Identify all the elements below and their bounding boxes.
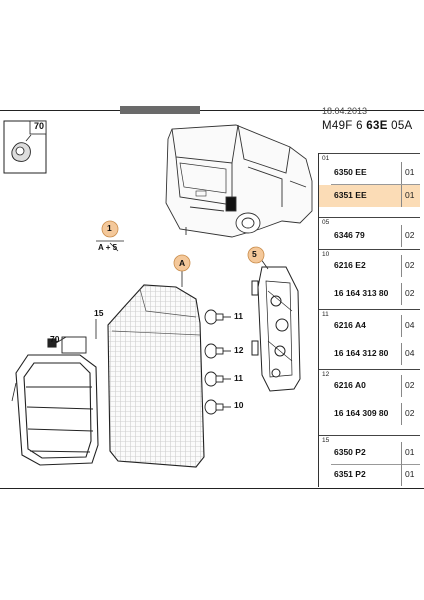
group-01: 01 6350 EE 01 6351 EE 01 <box>319 153 420 208</box>
gasket-frame <box>11 336 99 466</box>
header-date: 18.04.2013 <box>322 106 368 116</box>
callout-box-70: 70 <box>34 121 45 131</box>
group-15: 15 6350 P2 01 6351 P2 01 <box>319 435 420 488</box>
group-11: 11 6216 A4 04 16 164 312 80 04 <box>319 309 420 370</box>
part-ref: 16 164 312 80 <box>334 348 389 358</box>
part-row: 16 164 313 80 02 <box>319 283 420 305</box>
part-ref: 6351 P2 <box>334 469 366 479</box>
part-row: 6350 P2 01 <box>319 442 420 464</box>
part-qty: 02 <box>405 408 415 418</box>
bulb-11-upper <box>204 309 231 325</box>
bulb-10 <box>204 399 231 415</box>
part-row-highlighted: 6351 EE 01 <box>319 185 420 207</box>
header-strip <box>120 106 200 114</box>
part-ref: 6351 EE <box>334 190 367 200</box>
part-row: 6216 A4 04 <box>319 315 420 337</box>
part-ref: 6346 79 <box>334 230 365 240</box>
group-05: 05 6346 79 02 <box>319 217 420 250</box>
bulb-holder <box>251 266 301 392</box>
part-qty: 01 <box>405 190 415 200</box>
callout-5: 5 <box>252 249 257 259</box>
part-row: 16 164 309 80 02 <box>319 403 420 425</box>
part-ref: 6350 EE <box>334 167 367 177</box>
part-qty: 04 <box>405 320 415 330</box>
group-number: 11 <box>322 311 329 318</box>
bulb-set <box>204 309 231 415</box>
part-row: 6216 E2 02 <box>319 255 420 277</box>
part-ref: 16 164 309 80 <box>334 408 389 418</box>
clip-box <box>3 120 47 174</box>
part-row: 6350 EE 01 <box>319 162 420 184</box>
group-number: 12 <box>322 371 330 378</box>
callout-1-sub: A + 5 <box>98 243 118 252</box>
part-ref: 6216 A0 <box>334 380 366 390</box>
group-number: 01 <box>322 155 330 162</box>
callout-12: 12 <box>234 345 244 355</box>
callout-70: 70 <box>50 334 60 344</box>
part-qty: 01 <box>405 167 415 177</box>
header-code-prefix: M49F 6 <box>322 120 367 132</box>
callout-10: 10 <box>234 400 244 410</box>
group-10: 10 6216 E2 02 16 164 313 80 02 <box>319 249 420 310</box>
callout-15: 15 <box>94 308 104 318</box>
van-illustration <box>165 124 313 238</box>
part-ref: 6216 A4 <box>334 320 366 330</box>
callout-badges <box>96 220 265 272</box>
part-qty: 01 <box>405 469 415 479</box>
part-qty: 02 <box>405 230 415 240</box>
part-ref: 6216 E2 <box>334 260 366 270</box>
part-row: 6346 79 02 <box>319 225 420 247</box>
part-ref: 6350 P2 <box>334 447 366 457</box>
part-row: 6351 P2 01 <box>319 464 420 486</box>
part-qty: 02 <box>405 380 415 390</box>
callout-1: 1 <box>107 223 112 233</box>
header-code-bold: 63E <box>366 120 388 132</box>
bulb-11-lower <box>204 371 231 387</box>
header-code-suffix: 05A <box>387 120 413 132</box>
part-qty: 01 <box>405 447 415 457</box>
bulb-12 <box>204 343 231 359</box>
part-qty: 02 <box>405 260 415 270</box>
parts-table: 01 6350 EE 01 6351 EE 01 05 6346 79 02 10 6… <box>318 153 420 487</box>
part-row: 6216 A0 02 <box>319 375 420 397</box>
callout-11-upper: 11 <box>234 311 243 321</box>
part-qty: 02 <box>405 288 415 298</box>
header-code: M49F 6 63E 05A <box>322 120 413 132</box>
group-number: 10 <box>322 251 330 258</box>
group-number: 15 <box>322 437 330 444</box>
part-qty: 04 <box>405 348 415 358</box>
group-12: 12 6216 A0 02 16 164 309 80 02 <box>319 369 420 436</box>
exploded-view-diagram <box>3 120 313 468</box>
callout-11-lower: 11 <box>234 373 243 383</box>
part-ref: 16 164 313 80 <box>334 288 389 298</box>
group-number: 05 <box>322 219 330 226</box>
part-row: 16 164 312 80 04 <box>319 343 420 365</box>
lens-cover <box>107 284 205 468</box>
callout-A: A <box>179 258 186 268</box>
